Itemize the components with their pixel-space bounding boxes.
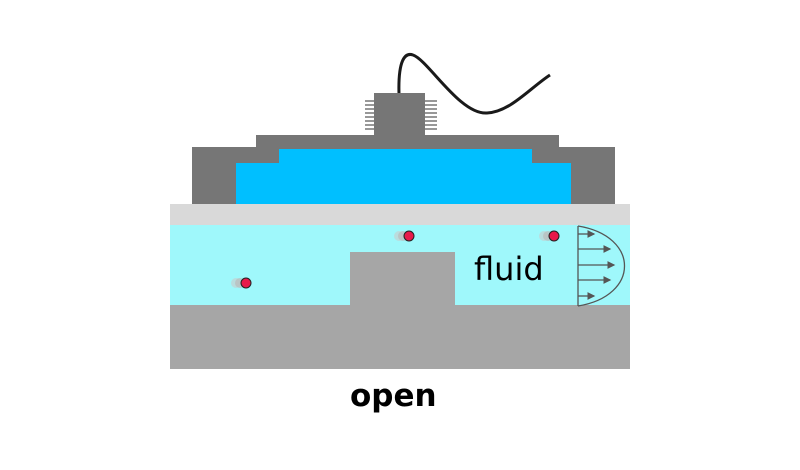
membrane: [236, 149, 571, 204]
base-layer: [170, 305, 630, 369]
cable: [397, 52, 551, 115]
substrate-layer: [170, 204, 630, 225]
post-obstacle: [350, 252, 455, 306]
particle: [539, 230, 560, 242]
connector: [365, 93, 437, 137]
caption-open: open: [350, 378, 437, 414]
velocity-profile: [577, 225, 626, 307]
fluid-label: fluid: [474, 250, 544, 288]
particle: [231, 277, 252, 289]
particle: [394, 230, 415, 242]
